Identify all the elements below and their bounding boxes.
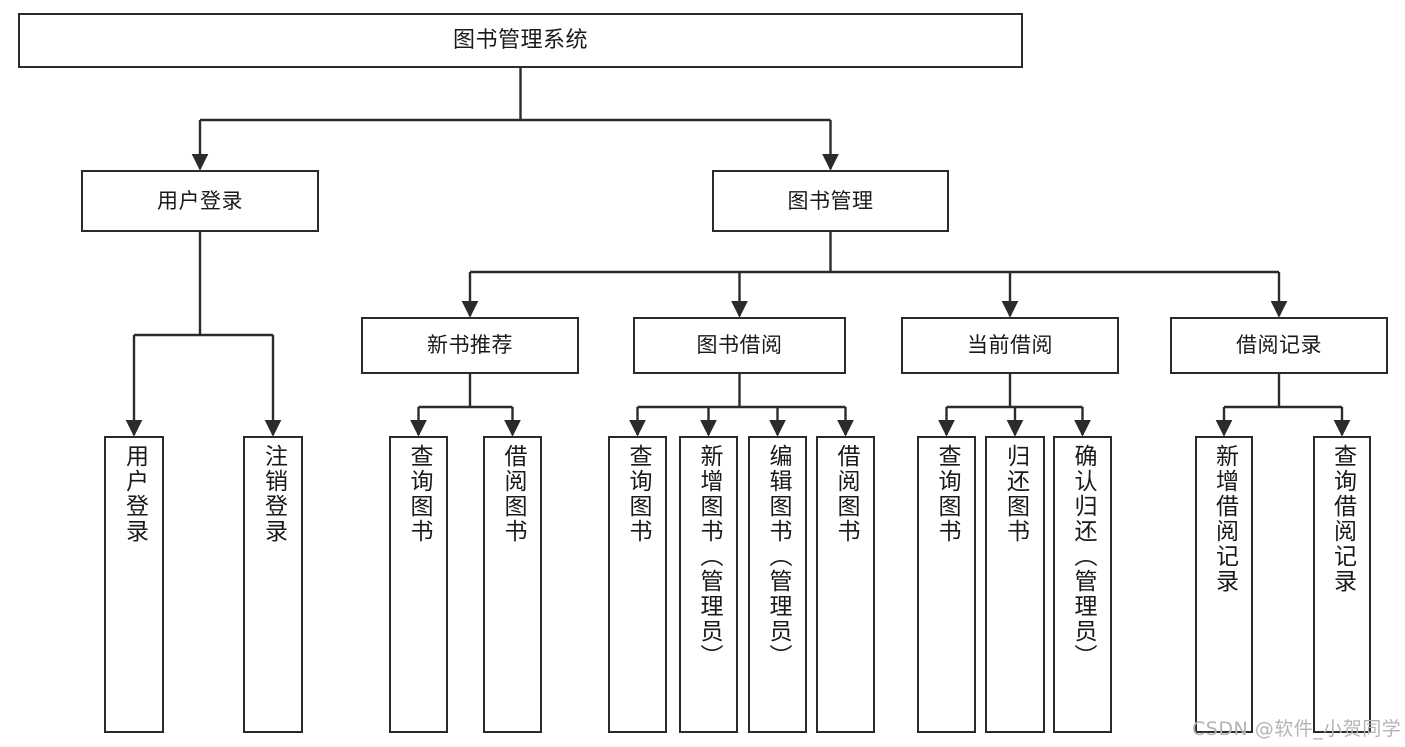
node-leaf-logout[interactable]: 注销登录 <box>243 436 303 733</box>
node-label: 注销登录 <box>260 444 287 544</box>
node-label: 用户登录 <box>157 188 243 213</box>
node-label: 借阅记录 <box>1236 333 1322 358</box>
node-label: 查询图书 <box>934 444 960 544</box>
node-leaf-add-book-admin[interactable]: 新增图书（管理员） <box>679 436 738 733</box>
node-leaf-user-login[interactable]: 用户登录 <box>104 436 164 733</box>
node-label: 图书借阅 <box>696 333 783 358</box>
node-leaf-confirm-return-admin[interactable]: 确认归还（管理员） <box>1053 436 1112 733</box>
node-label: 借阅图书 <box>833 444 859 544</box>
node-label: 当前借阅 <box>967 333 1053 358</box>
node-label: 新增图书（管理员） <box>696 444 722 669</box>
node-level3-current-borrow[interactable]: 当前借阅 <box>901 317 1119 374</box>
node-label: 查询图书 <box>406 444 432 544</box>
node-level2-book-management[interactable]: 图书管理 <box>712 170 949 232</box>
node-label: 查询借阅记录 <box>1329 444 1356 594</box>
node-leaf-query-book-recommend[interactable]: 查询图书 <box>389 436 448 733</box>
node-label: 图书管理系统 <box>452 27 588 53</box>
node-label: 图书管理 <box>787 188 874 213</box>
node-leaf-add-borrow-record[interactable]: 新增借阅记录 <box>1195 436 1253 733</box>
node-leaf-borrow-book[interactable]: 借阅图书 <box>816 436 875 733</box>
node-label: 编辑图书（管理员） <box>765 444 791 669</box>
node-label: 归还图书 <box>1002 444 1029 544</box>
node-label: 用户登录 <box>121 444 148 544</box>
node-leaf-edit-book-admin[interactable]: 编辑图书（管理员） <box>748 436 807 733</box>
node-level2-user-login[interactable]: 用户登录 <box>81 170 319 232</box>
node-level3-new-book-recommend[interactable]: 新书推荐 <box>361 317 579 374</box>
node-leaf-return-book[interactable]: 归还图书 <box>985 436 1045 733</box>
node-level3-borrow-records[interactable]: 借阅记录 <box>1170 317 1388 374</box>
node-label: 借阅图书 <box>500 444 526 544</box>
node-leaf-query-book-current[interactable]: 查询图书 <box>917 436 976 733</box>
node-label: 确认归还（管理员） <box>1070 444 1096 669</box>
node-leaf-query-book-borrow[interactable]: 查询图书 <box>608 436 667 733</box>
node-label: 查询图书 <box>625 444 651 544</box>
node-root[interactable]: 图书管理系统 <box>18 13 1023 68</box>
csdn-watermark: CSDN @软件_小贺同学 <box>1192 718 1402 740</box>
node-level3-book-borrow[interactable]: 图书借阅 <box>633 317 846 374</box>
node-leaf-borrow-book-recommend[interactable]: 借阅图书 <box>483 436 542 733</box>
node-label: 新书推荐 <box>427 333 513 358</box>
node-label: 新增借阅记录 <box>1211 444 1238 594</box>
node-leaf-query-borrow-record[interactable]: 查询借阅记录 <box>1313 436 1371 733</box>
